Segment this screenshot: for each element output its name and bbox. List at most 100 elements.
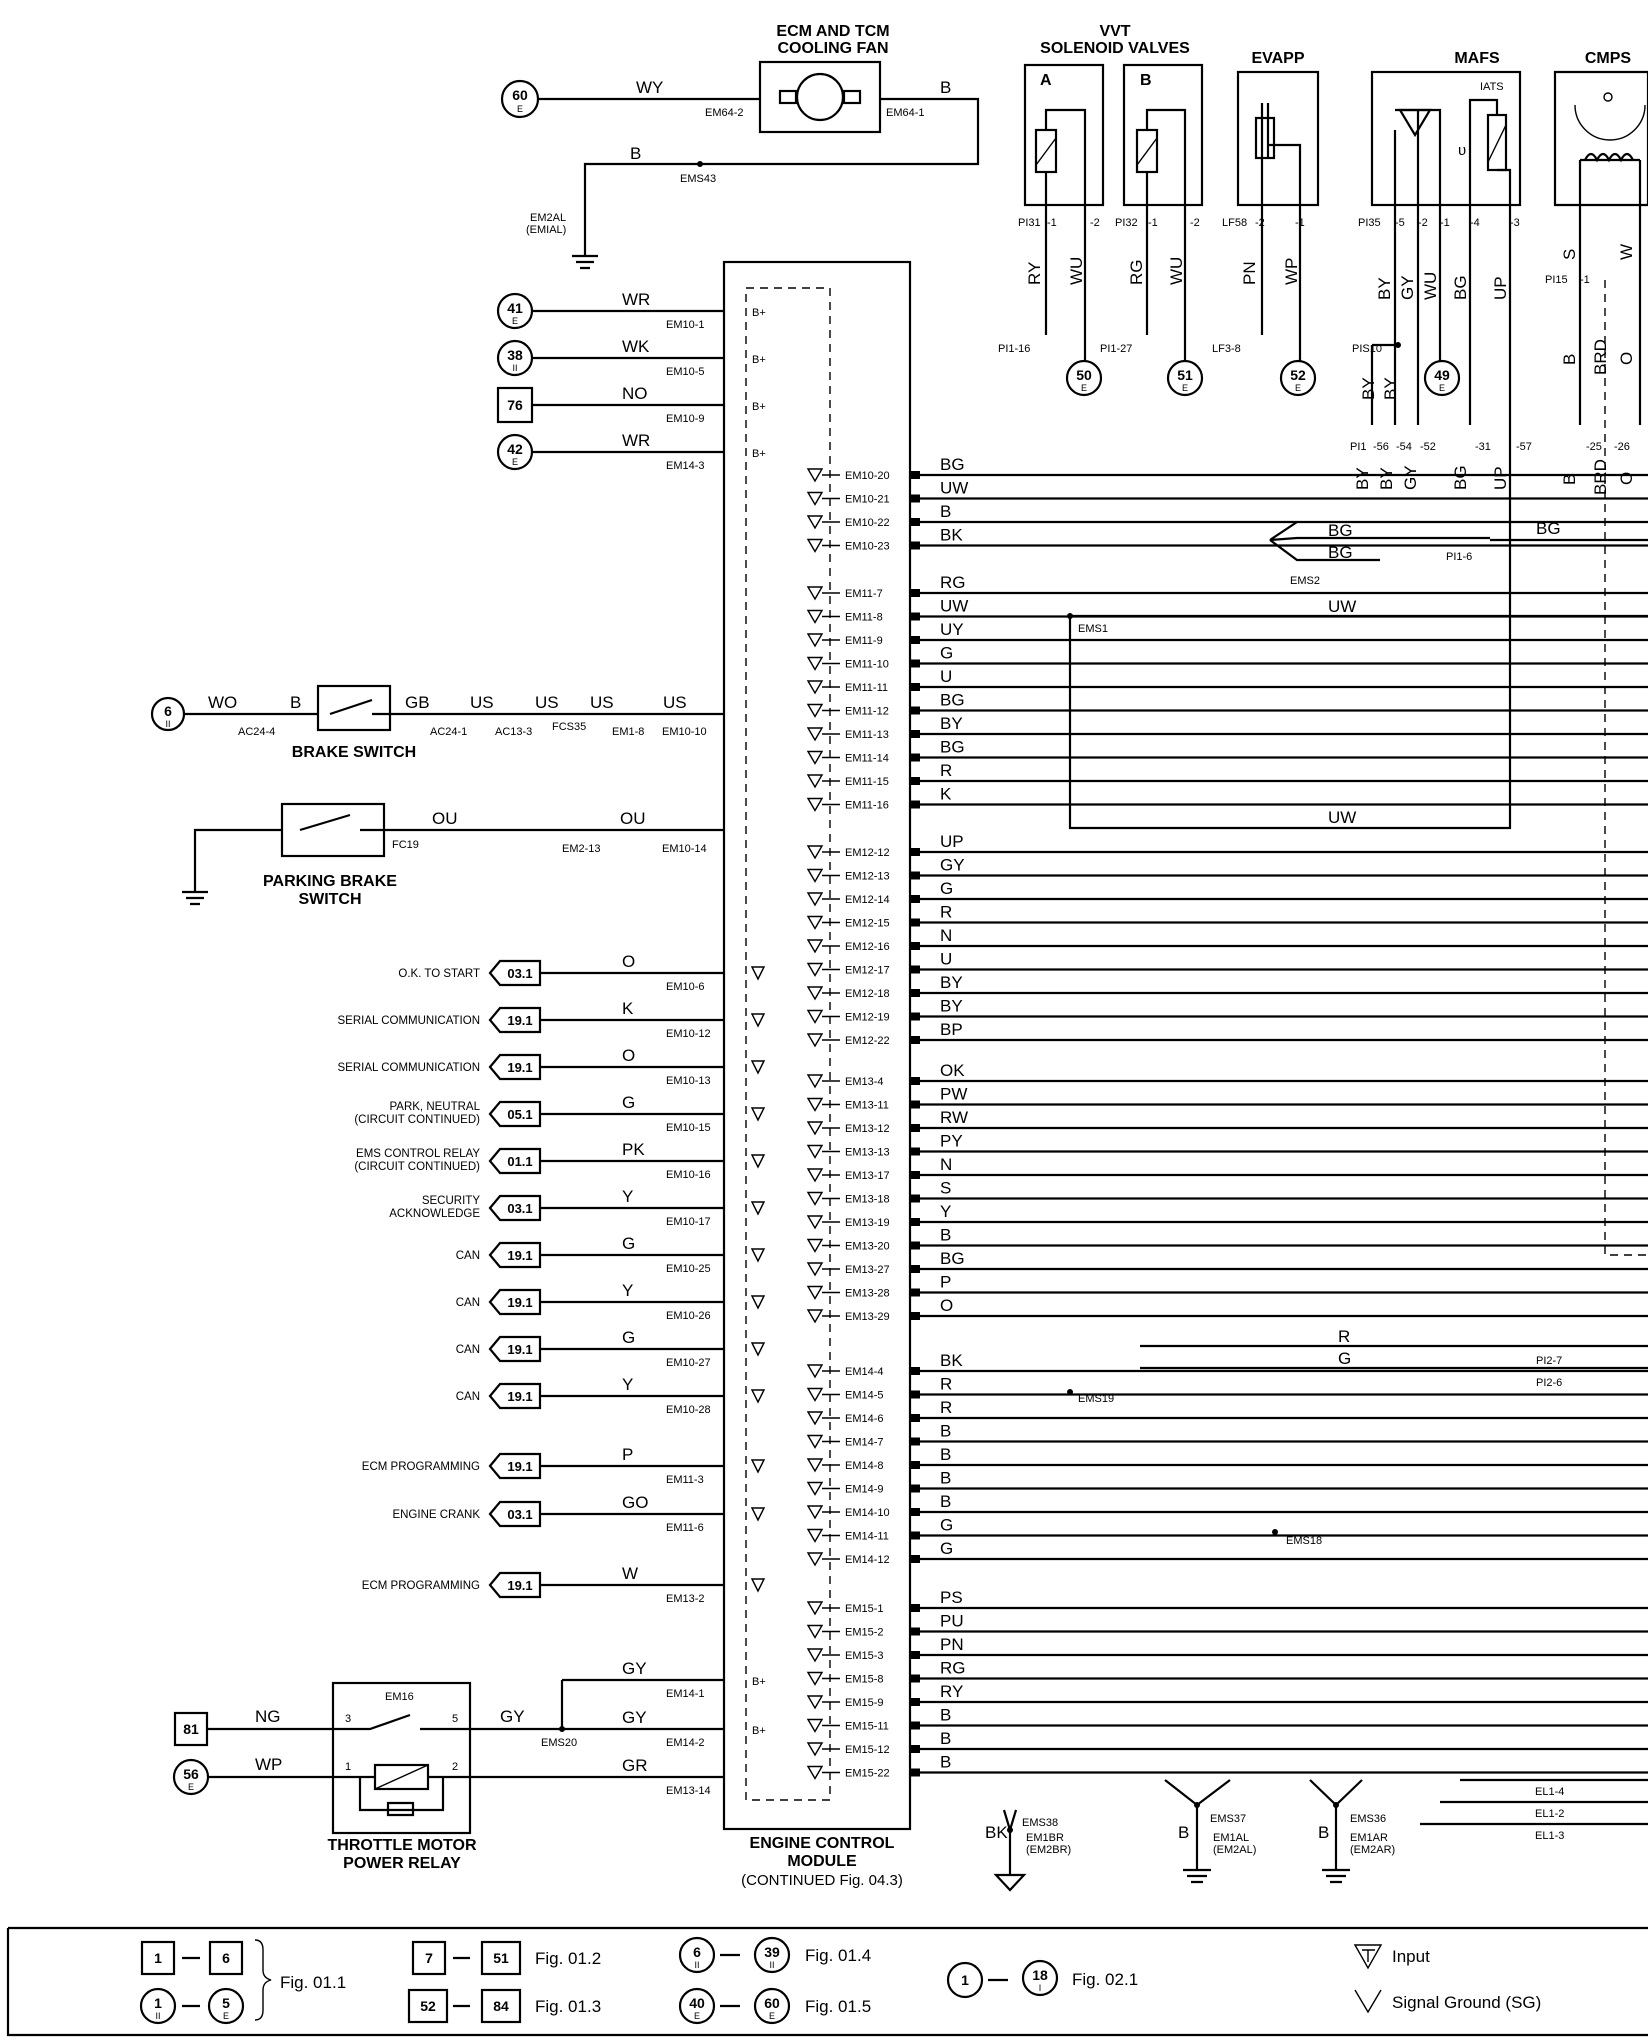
connector-id: EM11-13 <box>845 729 889 741</box>
svg-text:WP: WP <box>255 1755 282 1774</box>
wire-color: RG <box>940 1659 966 1678</box>
wire-color: Y <box>622 1375 633 1394</box>
wire-color: N <box>940 1155 952 1174</box>
wire-color: B <box>940 1469 951 1488</box>
connector-id: EM13-14 <box>666 1785 711 1797</box>
svg-text:39: 39 <box>764 1944 780 1960</box>
svg-text:Fig. 01.4: Fig. 01.4 <box>805 1946 871 1965</box>
connector-id: EM14-1 <box>666 1688 705 1700</box>
connector-id: EM10-17 <box>666 1216 711 1228</box>
pin-label: B+ <box>752 401 766 413</box>
mafs-title: MAFS <box>1454 50 1500 67</box>
top-circuit-bubbles: 50E 51E 52E 49E PI1-16 PI1-27 LF3-8 PIS1… <box>998 343 1630 453</box>
svg-text:OU: OU <box>620 809 646 828</box>
figure-ref: 19.1 <box>507 1013 532 1028</box>
vvt-title-line1: VVT <box>1099 23 1130 40</box>
ecm-pin: EM11-15R <box>806 761 1648 789</box>
svg-text:PI31: PI31 <box>1018 217 1041 229</box>
circuit-number: 76 <box>507 397 523 413</box>
figure-ref: 03.1 <box>507 1507 532 1522</box>
wire-color: WR <box>622 431 650 450</box>
reference-label-2: (CIRCUIT CONTINUED) <box>354 1161 480 1173</box>
svg-text:1: 1 <box>961 1972 969 1988</box>
wire-color: GR <box>622 1756 648 1775</box>
svg-text:EM10-14: EM10-14 <box>662 843 707 855</box>
connector-id: EM14-11 <box>845 1531 889 1543</box>
pin-label: B+ <box>752 307 766 319</box>
svg-text:PI32: PI32 <box>1115 217 1138 229</box>
svg-text:5: 5 <box>222 1995 230 2011</box>
vvt-solenoid-valves: VVT SOLENOID VALVES A B <box>1023 23 1204 207</box>
wire-color: K <box>940 785 952 804</box>
circuit-sub: E <box>512 316 518 326</box>
svg-text:AC13-3: AC13-3 <box>495 726 532 738</box>
ecm-pin: EM13-28P <box>806 1273 1648 1300</box>
svg-text:B: B <box>940 78 951 97</box>
ecm-pin: EM14-6R <box>806 1398 1648 1426</box>
svg-text:GY: GY <box>500 1707 525 1726</box>
svg-text:(EM2BR): (EM2BR) <box>1026 1844 1071 1856</box>
ecm-pin: EM15-3PN <box>806 1635 1648 1663</box>
svg-text:B: B <box>1560 474 1579 485</box>
ecm-pin: EM11-11U <box>806 667 1648 695</box>
ecm-pin: EM13-4OK <box>806 1061 1648 1089</box>
component-wires <box>1044 205 1642 425</box>
svg-text:-1: -1 <box>1148 217 1158 229</box>
connector-id: EM13-19 <box>845 1217 890 1229</box>
svg-text:B: B <box>1140 72 1152 89</box>
svg-text:-3: -3 <box>1510 217 1520 229</box>
connector-id: EM15-3 <box>845 1650 884 1662</box>
ecm-pin: EM14-12G <box>806 1539 1648 1567</box>
svg-text:BG: BG <box>1451 465 1470 490</box>
svg-text:FC19: FC19 <box>392 839 419 851</box>
svg-text:GY: GY <box>1401 465 1420 490</box>
reference-label: CAN <box>456 1344 480 1356</box>
ecm-pin: EM15-8RG <box>806 1659 1648 1686</box>
svg-text:EMS36: EMS36 <box>1350 1813 1386 1825</box>
connector-id: EM11-16 <box>845 800 889 812</box>
figure-ref: 19.1 <box>507 1578 532 1593</box>
reference-label: PARK, NEUTRAL <box>389 1101 480 1113</box>
right-side-splices: BG BG EMS2 PI1-6 BG EMS1 UW UW EMS19 EMS… <box>1067 280 1648 1842</box>
svg-text:49: 49 <box>1434 367 1450 383</box>
connector-id: EM13-18 <box>845 1194 890 1206</box>
connector-id: EM15-9 <box>845 1697 884 1709</box>
svg-text:EMS1: EMS1 <box>1078 623 1108 635</box>
svg-text:-5: -5 <box>1395 217 1405 229</box>
svg-text:FCS35: FCS35 <box>552 721 586 733</box>
svg-text:84: 84 <box>493 1998 509 2014</box>
evapp-title: EVAPP <box>1251 50 1304 67</box>
ecm-pin: EM11-16 K <box>806 785 1648 812</box>
wire-color: B <box>940 1422 951 1441</box>
reference-label: O.K. TO START <box>398 968 480 980</box>
pin-label: B+ <box>752 1725 766 1737</box>
connector-id: EM13-20 <box>845 1241 890 1253</box>
svg-text:-54: -54 <box>1396 441 1412 453</box>
svg-text:IATS: IATS <box>1480 81 1504 93</box>
relay-title-line2: POWER RELAY <box>343 1855 461 1872</box>
svg-text:I: I <box>1039 1983 1042 1993</box>
svg-text:1: 1 <box>345 1761 351 1773</box>
svg-text:II: II <box>155 2011 160 2021</box>
reference-line: PARK, NEUTRAL(CIRCUIT CONTINUED)05.1GEM1… <box>354 1093 766 1134</box>
ecm-pin: EM13-20B <box>806 1226 1648 1253</box>
ecm-output-pins: EM10-20BGEM10-21UWEM10-22BEM10-23BKEM11-… <box>806 455 1648 1780</box>
cmps-title: CMPS <box>1585 50 1632 67</box>
svg-text:Fig. 02.1: Fig. 02.1 <box>1072 1970 1138 1989</box>
circuit-number: 41 <box>507 300 523 316</box>
wire-color: UY <box>940 620 964 639</box>
svg-text:RG: RG <box>1127 260 1146 286</box>
svg-text:(EM2AL): (EM2AL) <box>1213 1844 1256 1856</box>
svg-text:BRD: BRD <box>1591 459 1610 495</box>
ecm-pin: EM12-14G <box>806 879 1648 907</box>
svg-text:O: O <box>1617 472 1636 485</box>
connector-id: EM13-29 <box>845 1311 890 1323</box>
svg-text:PI1: PI1 <box>1350 441 1367 453</box>
ground-points: EMS38 BK EM1BR (EM2BR) EMS37 B EM1AL (EM… <box>985 1779 1395 1892</box>
ecm-pin: EM14-5R <box>806 1375 1648 1402</box>
